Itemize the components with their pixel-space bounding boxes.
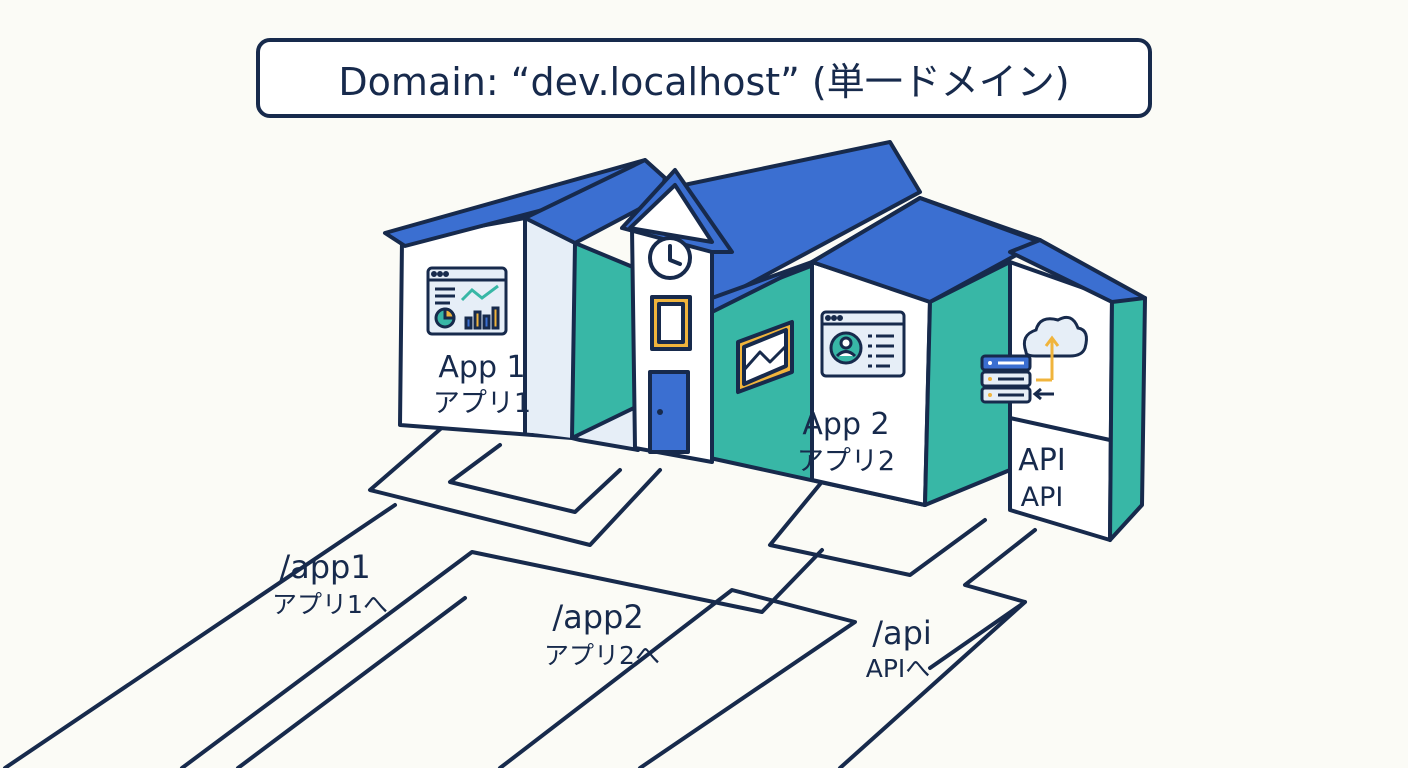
app1-route-label: /app1 [279, 548, 370, 586]
api-label: API [1018, 443, 1065, 478]
server-cloud-sync-icon [980, 315, 1088, 404]
api-label-ja: API [1021, 482, 1064, 513]
api-route-label-ja: APIへ [866, 654, 931, 683]
api-route-label: /api [872, 614, 932, 652]
user-profile-window-icon [820, 310, 906, 378]
app1-label-ja: アプリ1 [433, 388, 531, 419]
dashboard-chart-icon [426, 266, 508, 336]
door [648, 370, 690, 454]
app2-label: App 2 [802, 407, 889, 442]
path-lines [3, 423, 1037, 768]
app1-label: App 1 [438, 350, 525, 385]
app2-route-label: /app2 [552, 598, 643, 636]
domain-title: Domain: “dev.localhost” (単一ドメイン) [256, 38, 1152, 118]
app1-route-label-ja: アプリ1へ [272, 590, 388, 619]
app2-label-ja: アプリ2 [797, 446, 895, 477]
app2-route-label-ja: アプリ2へ [544, 641, 660, 670]
